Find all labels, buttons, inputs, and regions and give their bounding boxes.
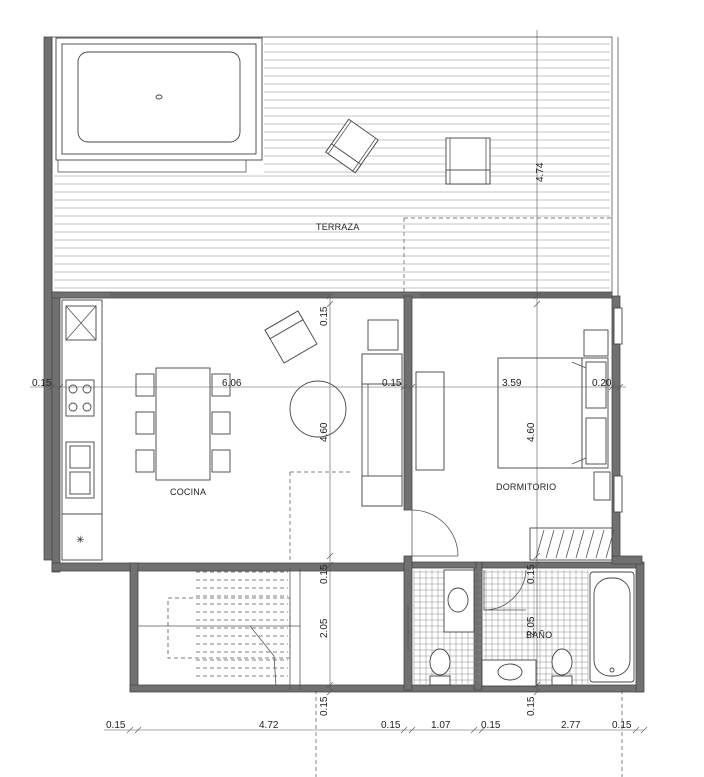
dim-wall-mid: 0.15 xyxy=(382,378,402,389)
room-label-dormitorio: DORMITORIO xyxy=(496,482,556,492)
dim-bottom-closet: 1.07 xyxy=(431,720,451,731)
dim-bottom-bath-width: 2.77 xyxy=(561,720,581,731)
dim-wall-top-partition: 0.15 xyxy=(319,306,330,326)
window-right-1 xyxy=(613,307,623,345)
dim-dorm-depth: 4.60 xyxy=(526,422,537,442)
bed xyxy=(497,329,611,501)
dim-bottom-wall-2: 0.15 xyxy=(381,720,401,731)
dim-wall-left: 0.15 xyxy=(32,378,52,389)
dim-wall-stair-top: 0.15 xyxy=(319,564,330,584)
window-right-2 xyxy=(613,475,623,513)
door-dormitorio xyxy=(411,509,459,557)
dimension-lines xyxy=(30,30,644,777)
dim-bath-wall-bottom: 0.15 xyxy=(526,696,537,716)
dim-cocina-width: 6.06 xyxy=(222,378,242,389)
dim-cocina-depth: 4.60 xyxy=(319,422,330,442)
deck-chair-1 xyxy=(325,118,379,174)
dim-bottom-stair-width: 4.72 xyxy=(259,720,279,731)
terrace-left-wall xyxy=(43,36,53,561)
deck-chair-2 xyxy=(445,137,491,185)
dim-bath-depth: 2.05 xyxy=(526,616,537,636)
dim-bottom-wall-left: 0.15 xyxy=(106,720,126,731)
kitchen-counter: ✳ xyxy=(61,299,103,561)
room-label-cocina: COCINA xyxy=(170,487,206,497)
wardrobe xyxy=(529,527,615,561)
dining-table xyxy=(135,367,231,481)
round-table xyxy=(289,380,347,438)
terrace-deck xyxy=(54,43,610,289)
dim-wall-stair-bottom: 0.15 xyxy=(319,696,330,716)
dim-dorm-width: 3.59 xyxy=(502,378,522,389)
dim-stair-depth: 2.05 xyxy=(319,618,330,638)
sofa xyxy=(361,319,403,507)
dim-bottom-wall-right: 0.15 xyxy=(612,720,632,731)
asterisk-icon: ✳ xyxy=(76,535,84,546)
bathroom xyxy=(407,569,635,687)
tv-unit xyxy=(415,371,445,471)
dim-wall-right: 0.20 xyxy=(592,378,612,389)
room-label-terraza: TERRAZA xyxy=(316,222,359,232)
dim-bath-wall-top: 0.15 xyxy=(526,564,537,584)
dimension-ticks xyxy=(48,292,648,734)
armchair xyxy=(264,310,318,364)
stairs xyxy=(138,568,301,690)
dim-terrace-depth: 4.74 xyxy=(535,162,546,182)
top-windows xyxy=(110,293,610,297)
dim-bottom-wall-3: 0.15 xyxy=(481,720,501,731)
room-label-bano: BAÑO xyxy=(526,630,552,640)
hot-tub xyxy=(55,37,263,173)
